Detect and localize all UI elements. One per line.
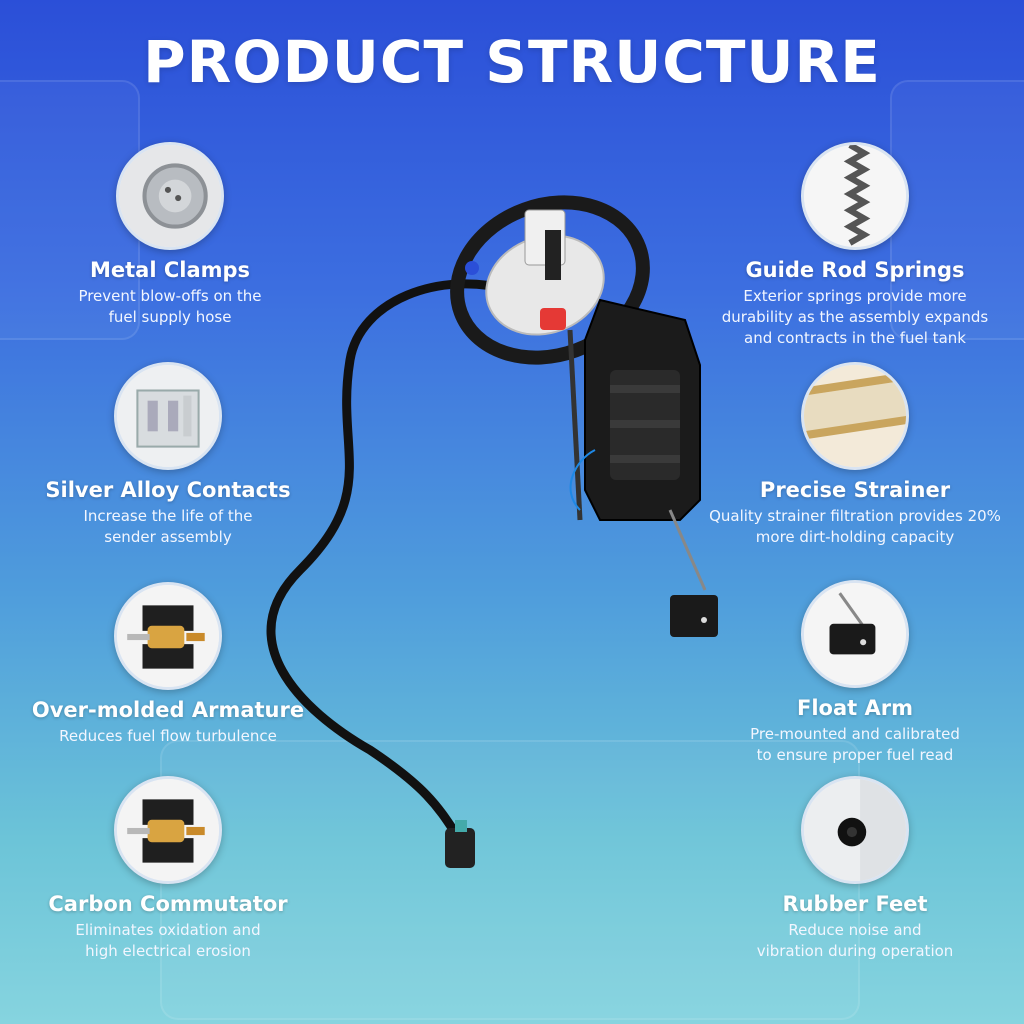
feature-title: Carbon Commutator	[48, 892, 288, 916]
feature-title: Guide Rod Springs	[745, 258, 965, 282]
armature-icon	[114, 582, 222, 690]
background-panel-right	[890, 80, 1024, 340]
feature-float-arm: Float Arm Pre-mounted and calibrated to …	[690, 580, 1020, 766]
hose-connector	[445, 828, 475, 868]
feature-over-molded-armature: Over-molded Armature Reduces fuel flow t…	[3, 582, 333, 747]
feature-desc: Reduce noise and vibration during operat…	[756, 921, 954, 960]
background-panel-bottom	[160, 740, 860, 1020]
fuel-pump-assembly-image	[240, 190, 760, 890]
feature-rubber-feet: Rubber Feet Reduce noise and vibration d…	[690, 776, 1020, 962]
background-panel-left	[0, 80, 140, 340]
feature-carbon-commutator: Carbon Commutator Eliminates oxidation a…	[3, 776, 333, 962]
feature-desc: Pre-mounted and calibrated to ensure pro…	[750, 725, 960, 764]
feature-title: Silver Alloy Contacts	[45, 478, 291, 502]
feature-desc: Eliminates oxidation and high electrical…	[75, 921, 261, 960]
spring-icon	[801, 142, 909, 250]
feature-metal-clamps: Metal Clamps Prevent blow-offs on the fu…	[5, 142, 335, 328]
page-title: PRODUCT STRUCTURE	[143, 28, 881, 96]
mounting-flange	[450, 195, 650, 365]
float	[670, 595, 718, 637]
feature-guide-rod-springs: Guide Rod Springs Exterior springs provi…	[690, 142, 1020, 349]
feature-desc: Reduces fuel flow turbulence	[59, 727, 277, 745]
feature-desc: Increase the life of the sender assembly	[83, 507, 253, 546]
feature-desc: Exterior springs provide more durability…	[721, 287, 989, 347]
feature-title: Over-molded Armature	[31, 698, 305, 722]
feature-title: Metal Clamps	[89, 258, 251, 282]
feature-silver-alloy-contacts: Silver Alloy Contacts Increase the life …	[3, 362, 333, 548]
feature-desc: Prevent blow-offs on the fuel supply hos…	[78, 287, 262, 326]
feature-desc: Quality strainer filtration provides 20%…	[709, 507, 1001, 546]
fuel-hose	[266, 279, 515, 845]
rubber-foot-icon	[801, 776, 909, 884]
feature-title: Precise Strainer	[759, 478, 951, 502]
red-fuel-port	[540, 308, 566, 330]
strainer-icon	[801, 362, 909, 470]
feature-title: Float Arm	[797, 696, 913, 720]
contacts-icon	[114, 362, 222, 470]
feature-title: Rubber Feet	[782, 892, 928, 916]
feature-precise-strainer: Precise Strainer Quality strainer filtra…	[690, 362, 1020, 548]
metal-clamp-icon	[116, 142, 224, 250]
commutator-icon	[114, 776, 222, 884]
float-arm-icon	[801, 580, 909, 688]
